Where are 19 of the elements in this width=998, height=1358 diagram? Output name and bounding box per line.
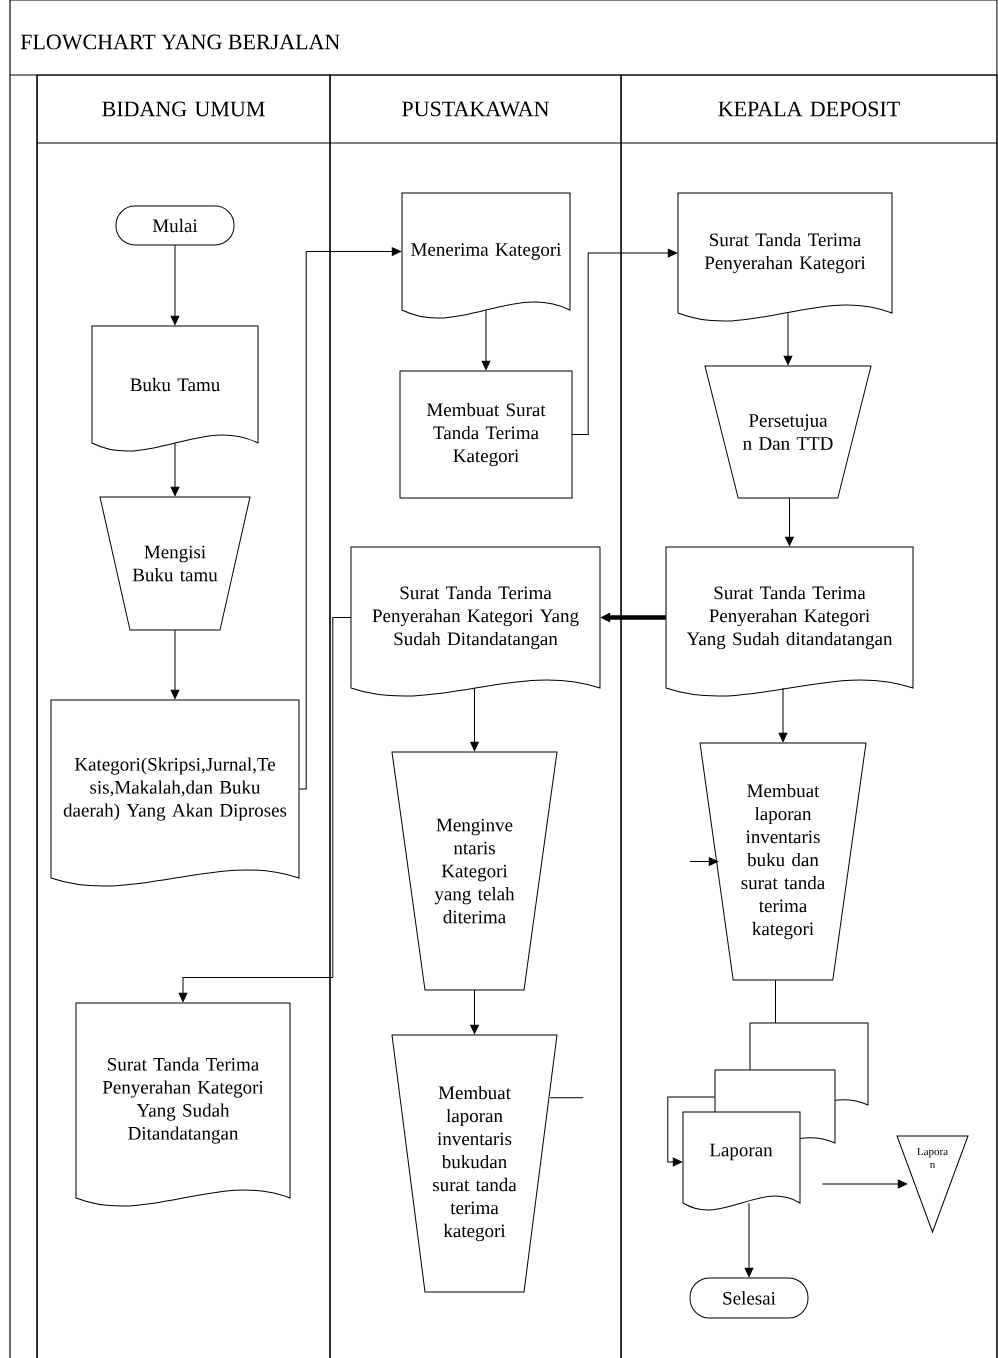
arrow [744, 1202, 754, 1278]
arrow [470, 989, 479, 1035]
arrow [821, 1179, 908, 1189]
arrow [689, 857, 719, 866]
arrow [783, 312, 793, 366]
arrow [178, 617, 352, 1003]
arrow [785, 497, 794, 547]
connector-line [549, 1097, 584, 1099]
arrow [470, 687, 479, 752]
connector-line [775, 979, 776, 1024]
arrow [778, 687, 788, 743]
arrow [298, 247, 402, 790]
process-box: Membuat Surat Tanda Terima Kategori [399, 370, 573, 499]
arrow [170, 442, 180, 497]
arrow [170, 244, 180, 326]
arrow [170, 629, 180, 700]
title: FLOWCHART YANG BERJALAN [20, 34, 340, 50]
arrow [571, 248, 678, 435]
arrow [481, 309, 491, 371]
